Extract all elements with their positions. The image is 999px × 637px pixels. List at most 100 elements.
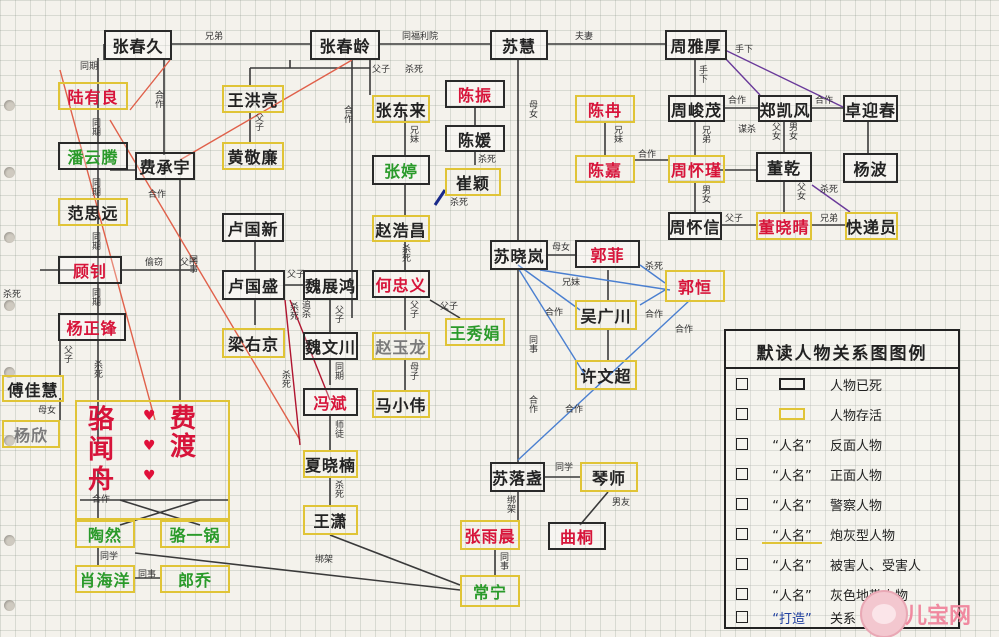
binder-hole <box>4 300 15 311</box>
person-wu-guangchuan[interactable]: 吴广川 <box>575 300 637 330</box>
person-zhang-chunjiu[interactable]: 张春久 <box>104 30 172 60</box>
person-kuaidiyuan[interactable]: 快递员 <box>845 212 898 240</box>
person-luo-yiguo[interactable]: 骆一锅 <box>160 520 230 548</box>
legend-checkbox[interactable] <box>736 588 748 600</box>
person-wei-wenchuan[interactable]: 魏文川 <box>303 332 358 360</box>
legend-checkbox[interactable] <box>736 558 748 570</box>
person-yang-xin[interactable]: 杨欣 <box>2 420 60 448</box>
person-zhang-yuchen[interactable]: 张雨晨 <box>460 520 520 550</box>
relation-label: 合作 <box>675 325 694 335</box>
legend-checkbox[interactable] <box>736 378 748 390</box>
legend-checkbox[interactable] <box>736 468 748 480</box>
legend-checkbox[interactable] <box>736 528 748 540</box>
person-fu-jiahui[interactable]: 傅佳慧 <box>2 375 64 402</box>
person-wang-xiao[interactable]: 王潇 <box>303 505 358 535</box>
person-he-zhongyi[interactable]: 何忠义 <box>372 270 430 298</box>
person-dong-xiaoqing[interactable]: 董晓晴 <box>756 212 812 240</box>
person-chen-yuan[interactable]: 陈媛 <box>445 125 505 152</box>
relation-label: 同学 <box>100 552 119 562</box>
person-guo-heng[interactable]: 郭恒 <box>665 270 725 302</box>
relation-label: 杀死 <box>92 360 102 378</box>
person-zhang-chunling[interactable]: 张春龄 <box>310 30 380 60</box>
relation-label: 同期 <box>90 118 100 136</box>
relation-label: 杀死 <box>3 290 22 300</box>
person-su-xiaolan[interactable]: 苏晓岚 <box>490 240 548 270</box>
relation-label: 同事 <box>187 255 197 273</box>
legend-divider <box>726 367 958 369</box>
person-xiao-haiyang[interactable]: 肖海洋 <box>75 565 135 593</box>
relation-label: 父女 <box>770 122 780 140</box>
relation-label: 同学 <box>555 463 574 473</box>
person-fei-du[interactable]: 费渡 <box>170 404 197 462</box>
person-zhou-huaixin[interactable]: 周怀信 <box>668 212 722 240</box>
legend-checkbox[interactable] <box>736 438 748 450</box>
person-lu-youliang[interactable]: 陆有良 <box>58 82 128 110</box>
person-zhou-junmao[interactable]: 周峻茂 <box>668 95 725 122</box>
person-lu-guosheng[interactable]: 卢国盛 <box>222 270 285 300</box>
person-su-hui[interactable]: 苏慧 <box>490 30 548 60</box>
person-su-luozhan[interactable]: 苏落盏 <box>490 462 545 492</box>
person-zhang-ting[interactable]: 张婷 <box>372 155 430 185</box>
person-dong-qian[interactable]: 董乾 <box>756 152 812 182</box>
person-feng-bin[interactable]: 冯斌 <box>303 388 358 416</box>
relation-label: 杀死 <box>405 65 424 75</box>
person-yang-zhengfeng[interactable]: 杨正锋 <box>58 313 126 341</box>
person-zhao-haochang[interactable]: 赵浩昌 <box>372 215 430 242</box>
dead-box-swatch <box>779 378 805 390</box>
person-lang-qiao[interactable]: 郎乔 <box>160 565 230 593</box>
person-guo-fei[interactable]: 郭菲 <box>575 240 640 268</box>
relation-label: 合作 <box>342 105 352 123</box>
relation-label: 父子 <box>333 305 343 323</box>
person-fan-siyuan[interactable]: 范思远 <box>58 198 128 226</box>
person-chen-ran[interactable]: 陈冉 <box>575 95 635 123</box>
legend-text: 警察人物 <box>830 498 883 514</box>
relation-label: 师徒 <box>333 420 343 438</box>
person-wang-hongliang[interactable]: 王洪亮 <box>222 85 284 113</box>
person-pan-yunteng[interactable]: 潘云腾 <box>58 142 128 170</box>
relation-label: 父女 <box>795 182 805 200</box>
legend-checkbox[interactable] <box>736 498 748 510</box>
alive-box-swatch <box>779 408 805 420</box>
person-cui-ying[interactable]: 崔颖 <box>445 168 501 196</box>
person-tao-ran[interactable]: 陶然 <box>75 520 135 548</box>
person-chen-jia[interactable]: 陈嘉 <box>575 155 635 183</box>
person-zhou-huaijin[interactable]: 周怀瑾 <box>668 155 725 183</box>
relation-label: 绑架 <box>315 555 334 565</box>
person-xu-wenchao[interactable]: 许文超 <box>575 360 637 390</box>
person-chen-zhen[interactable]: 陈振 <box>445 80 505 108</box>
person-wang-xiujuan[interactable]: 王秀娟 <box>445 318 505 346</box>
person-chang-ning[interactable]: 常宁 <box>460 575 520 607</box>
relation-label: 杀死 <box>333 480 343 498</box>
person-qu-tong[interactable]: 曲桐 <box>548 522 606 550</box>
person-huang-jingkang[interactable]: 黄敬廉 <box>222 142 284 170</box>
person-zhou-yahou[interactable]: 周雅厚 <box>665 30 727 60</box>
person-luo-wenzhou[interactable]: 骆闻舟 <box>88 405 115 495</box>
legend-checkbox[interactable] <box>736 408 748 420</box>
person-lu-guoxin[interactable]: 卢国新 <box>222 213 284 242</box>
person-zhang-donglai[interactable]: 张东来 <box>372 95 430 123</box>
relation-label: 父子 <box>408 300 418 318</box>
person-zhao-yulong[interactable]: 赵玉龙 <box>372 332 430 360</box>
relation-label: 父子 <box>62 345 72 363</box>
person-fei-chengyu[interactable]: 费承宇 <box>135 152 195 180</box>
relation-label: 父子 <box>253 113 263 131</box>
relation-label: 合作 <box>148 190 167 200</box>
relation-label: 男女 <box>787 122 797 140</box>
legend-sample: “人名” <box>772 438 812 454</box>
person-zhuo-yingchun[interactable]: 卓迎春 <box>843 95 898 122</box>
person-ma-xiaowei[interactable]: 马小伟 <box>372 390 430 418</box>
relation-label: 父子 <box>440 302 459 312</box>
person-qin-shi[interactable]: 琴师 <box>580 462 638 492</box>
legend-text: 关系 <box>830 611 857 627</box>
person-yang-bo[interactable]: 杨波 <box>843 153 898 183</box>
legend-checkbox[interactable] <box>736 611 748 623</box>
person-xia-xiaonan[interactable]: 夏晓楠 <box>303 450 358 478</box>
binder-hole <box>4 367 15 378</box>
person-liang-youjing[interactable]: 梁右京 <box>222 328 285 358</box>
person-wei-zhanhong[interactable]: 魏展鸿 <box>303 270 358 300</box>
person-zheng-kaifeng[interactable]: 郑凯风 <box>758 95 812 122</box>
legend-text: 炮灰型人物 <box>830 528 896 544</box>
legend-text: 人物存活 <box>830 408 883 424</box>
person-gu-zhao[interactable]: 顾钊 <box>58 256 122 284</box>
legend-row: 人物已死 <box>736 373 882 395</box>
